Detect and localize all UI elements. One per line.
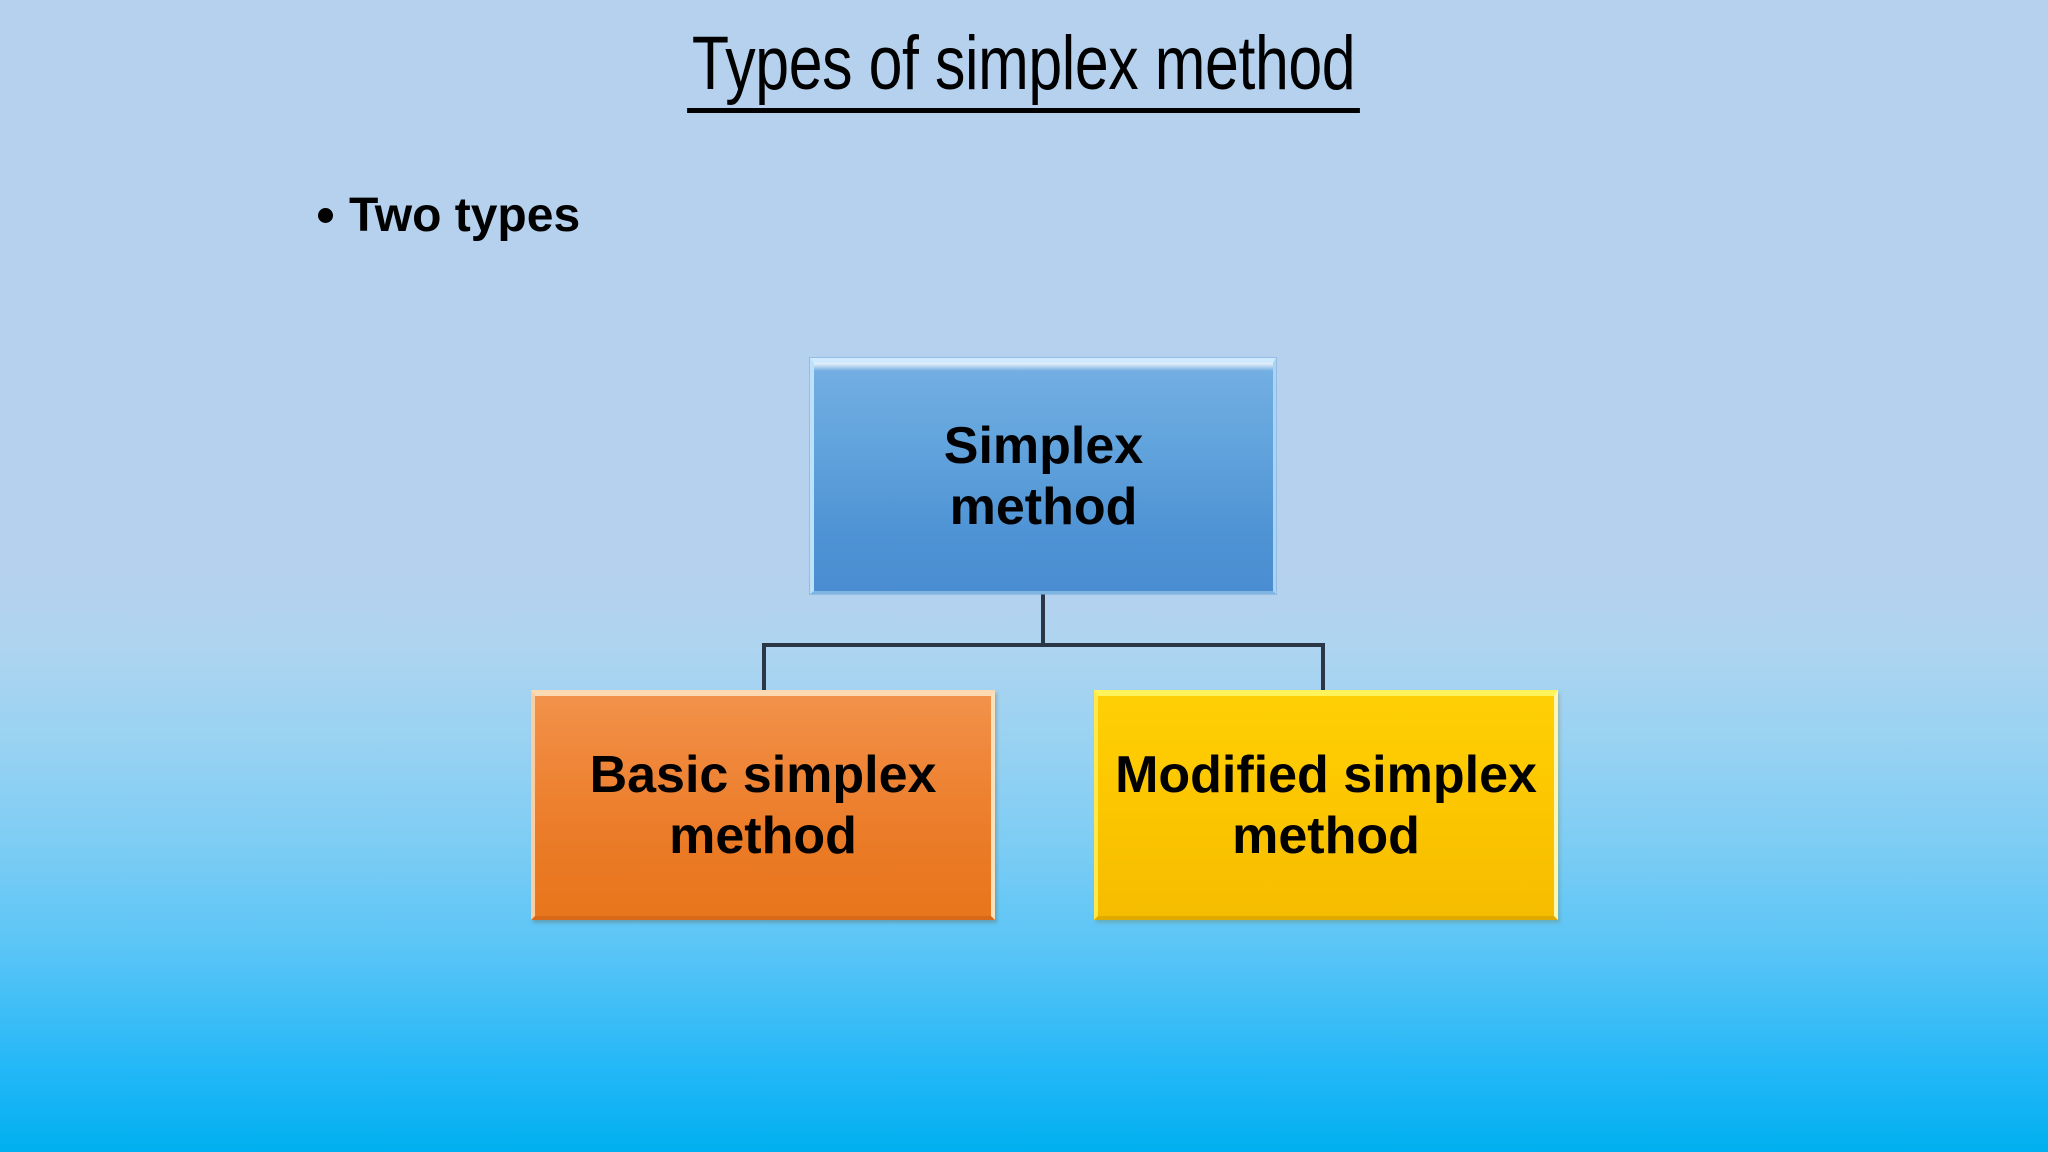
connector-root-stem: [1041, 594, 1045, 646]
connector-branch-left: [762, 643, 766, 691]
page-title: Types of simplex method: [0, 26, 2048, 113]
connector-horizontal-bar: [762, 643, 1325, 647]
bullet-item-two-types: Two types: [318, 188, 580, 243]
connector-branch-right: [1321, 643, 1325, 691]
page-title-text: Types of simplex method: [687, 26, 1361, 113]
bullet-dot-icon: [318, 208, 333, 223]
bullet-item-label: Two types: [349, 189, 581, 242]
